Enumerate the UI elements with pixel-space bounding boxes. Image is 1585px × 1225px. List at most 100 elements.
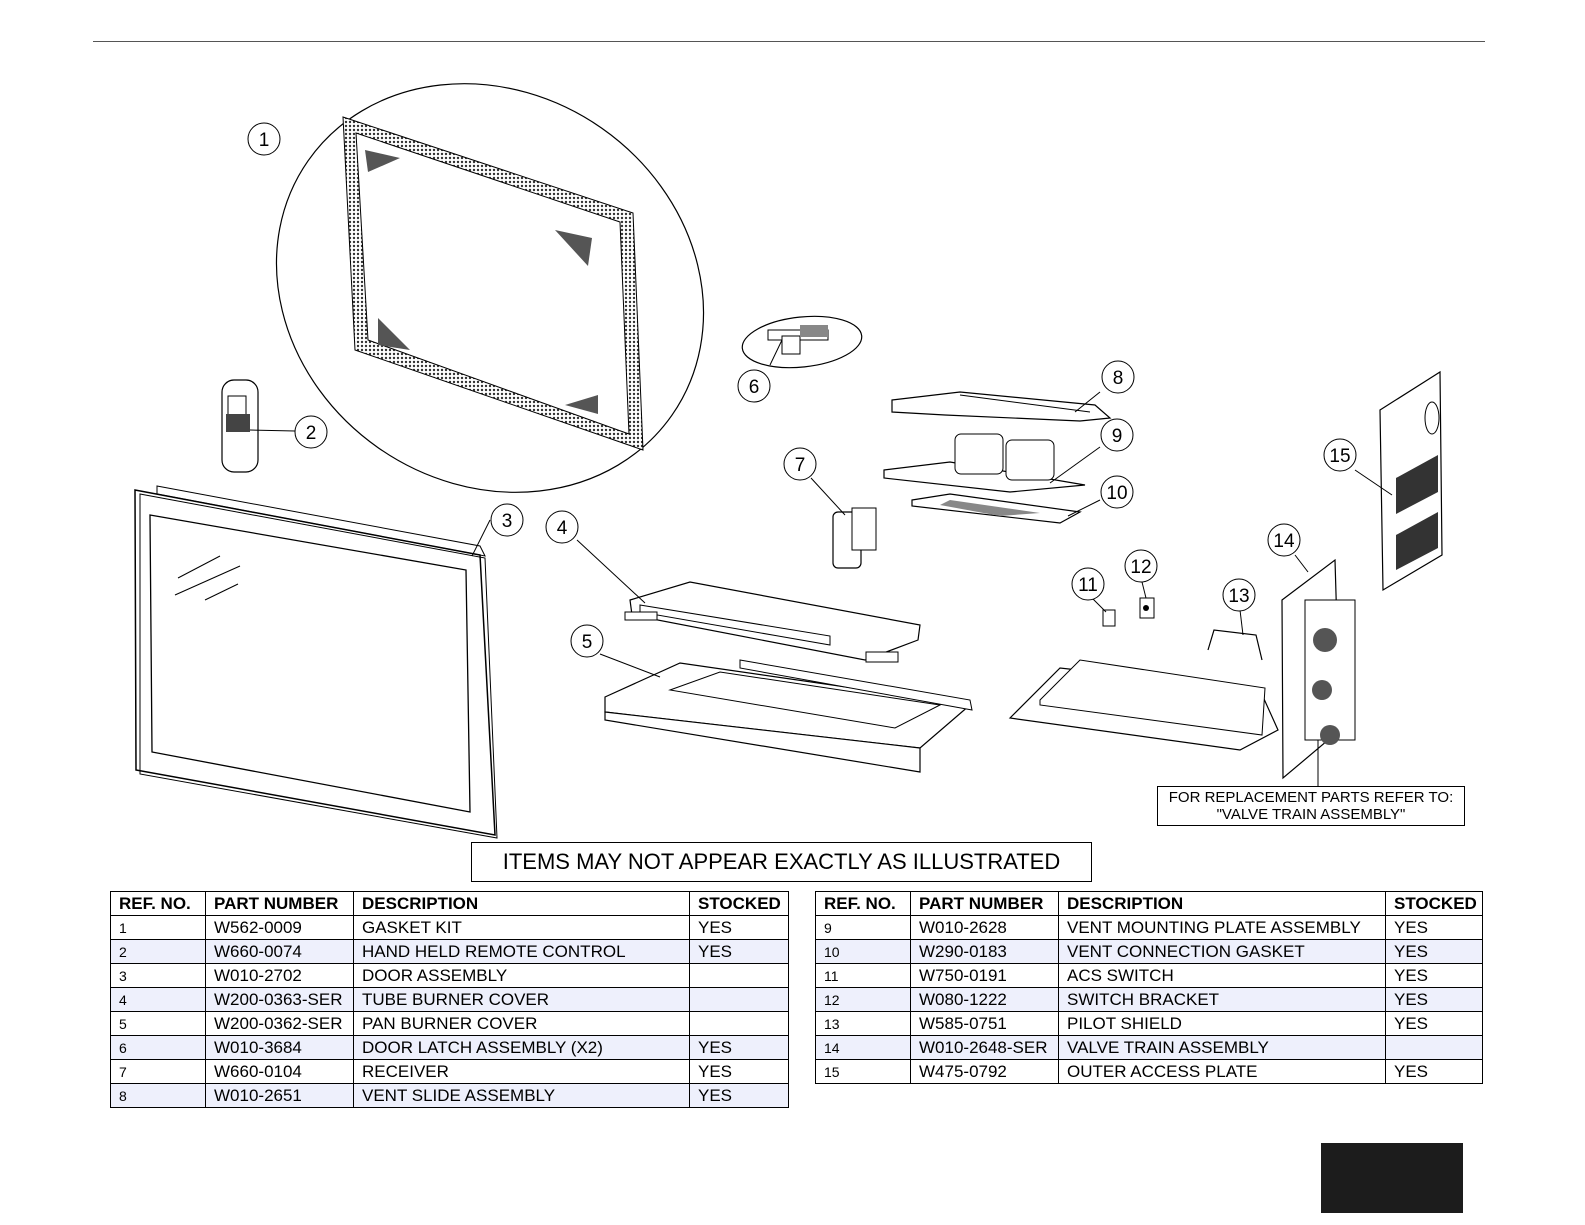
cell-stocked: YES — [689, 1035, 789, 1060]
callout-10: 10 — [1100, 475, 1134, 509]
svg-text:2: 2 — [306, 423, 317, 444]
header-part-number: PART NUMBER — [910, 891, 1059, 916]
note-line-2: "VALVE TRAIN ASSEMBLY" — [1216, 806, 1406, 823]
door-assembly-illustration — [134, 485, 498, 839]
cell-part-number: W660-0074 — [205, 939, 354, 964]
header-description: DESCRIPTION — [353, 891, 690, 916]
callout-7: 7 — [783, 447, 817, 481]
cell-description: SWITCH BRACKET — [1058, 987, 1386, 1012]
gasket-kit-illustration — [275, 83, 705, 493]
svg-text:15: 15 — [1329, 446, 1350, 467]
cell-description: DOOR LATCH ASSEMBLY (X2) — [353, 1035, 690, 1060]
svg-text:4: 4 — [557, 518, 568, 539]
cell-part-number: W010-2628 — [910, 915, 1059, 940]
callout-11: 11 — [1071, 567, 1105, 601]
cell-part-number: W290-0183 — [910, 939, 1059, 964]
svg-text:1: 1 — [259, 130, 270, 151]
svg-text:6: 6 — [749, 377, 760, 398]
receiver-illustration — [810, 477, 877, 569]
valve-train-illustration — [1008, 554, 1356, 786]
cell-ref-no: 9 — [815, 915, 911, 940]
cell-part-number: W750-0191 — [910, 963, 1059, 988]
cell-ref-no: 5 — [110, 1011, 206, 1036]
cell-description: PILOT SHIELD — [1058, 1011, 1386, 1036]
cell-description: RECEIVER — [353, 1059, 690, 1084]
callout-13: 13 — [1222, 578, 1256, 612]
note-line-1: FOR REPLACEMENT PARTS REFER TO: — [1168, 789, 1454, 806]
header-ref-no: REF. NO. — [110, 891, 206, 916]
cell-description: VENT CONNECTION GASKET — [1058, 939, 1386, 964]
svg-text:7: 7 — [795, 455, 806, 476]
header-stocked: STOCKED — [1385, 891, 1483, 916]
cell-description: VENT SLIDE ASSEMBLY — [353, 1083, 690, 1108]
cell-description: GASKET KIT — [353, 915, 690, 940]
cell-stocked — [689, 1011, 789, 1036]
callout-5: 5 — [570, 624, 604, 658]
cell-description: VALVE TRAIN ASSEMBLY — [1058, 1035, 1386, 1060]
cell-ref-no: 10 — [815, 939, 911, 964]
cell-part-number: W010-2648-SER — [910, 1035, 1059, 1060]
cell-part-number: W010-2651 — [205, 1083, 354, 1108]
exploded-parts-diagram: 1 2 3 4 5 6 7 8 9 10 11 12 — [134, 83, 1443, 839]
table-header-row: REF. NO. PART NUMBER DESCRIPTION STOCKED — [110, 891, 789, 916]
cell-ref-no: 6 — [110, 1035, 206, 1060]
cell-ref-no: 2 — [110, 939, 206, 964]
vent-mounting-plate-illustration — [883, 433, 1101, 493]
door-latch-illustration — [741, 315, 863, 369]
svg-text:11: 11 — [1078, 575, 1098, 596]
cell-stocked: YES — [1385, 987, 1483, 1012]
header-ref-no: REF. NO. — [815, 891, 911, 916]
cell-part-number: W010-2702 — [205, 963, 354, 988]
svg-text:12: 12 — [1130, 557, 1151, 578]
callout-8: 8 — [1101, 360, 1135, 394]
svg-text:10: 10 — [1106, 483, 1127, 504]
callout-2: 2 — [294, 415, 328, 449]
parts-table-right: REF. NO. PART NUMBER DESCRIPTION STOCKED… — [815, 891, 1483, 1084]
callout-1: 1 — [247, 122, 281, 156]
callout-3: 3 — [490, 503, 524, 537]
callout-6: 6 — [737, 369, 771, 403]
cell-ref-no: 15 — [815, 1059, 911, 1084]
cell-description: TUBE BURNER COVER — [353, 987, 690, 1012]
table-header-row: REF. NO. PART NUMBER DESCRIPTION STOCKED — [815, 891, 1483, 916]
cell-stocked: YES — [689, 1083, 789, 1108]
cell-description: ACS SWITCH — [1058, 963, 1386, 988]
header-stocked: STOCKED — [689, 891, 789, 916]
svg-text:14: 14 — [1273, 531, 1295, 552]
cell-ref-no: 13 — [815, 1011, 911, 1036]
cell-part-number: W080-1222 — [910, 987, 1059, 1012]
header-part-number: PART NUMBER — [205, 891, 354, 916]
cell-stocked — [1385, 1035, 1483, 1060]
cell-stocked: YES — [689, 915, 789, 940]
cell-part-number: W585-0751 — [910, 1011, 1059, 1036]
callout-15: 15 — [1323, 438, 1357, 472]
cell-stocked: YES — [1385, 939, 1483, 964]
cell-stocked: YES — [1385, 915, 1483, 940]
cell-ref-no: 1 — [110, 915, 206, 940]
callout-9: 9 — [1100, 418, 1134, 452]
vent-gasket-illustration — [911, 493, 1101, 524]
cell-part-number: W200-0362-SER — [205, 1011, 354, 1036]
header-rule — [93, 41, 1485, 42]
svg-text:13: 13 — [1228, 586, 1249, 607]
pan-burner-cover-illustration — [599, 653, 973, 773]
callout-4: 4 — [545, 510, 579, 544]
svg-text:9: 9 — [1112, 426, 1123, 447]
cell-part-number: W660-0104 — [205, 1059, 354, 1084]
cell-stocked: YES — [689, 1059, 789, 1084]
cell-part-number: W010-3684 — [205, 1035, 354, 1060]
acs-switch-illustration — [1091, 597, 1116, 627]
cell-ref-no: 7 — [110, 1059, 206, 1084]
cell-ref-no: 11 — [815, 963, 911, 988]
